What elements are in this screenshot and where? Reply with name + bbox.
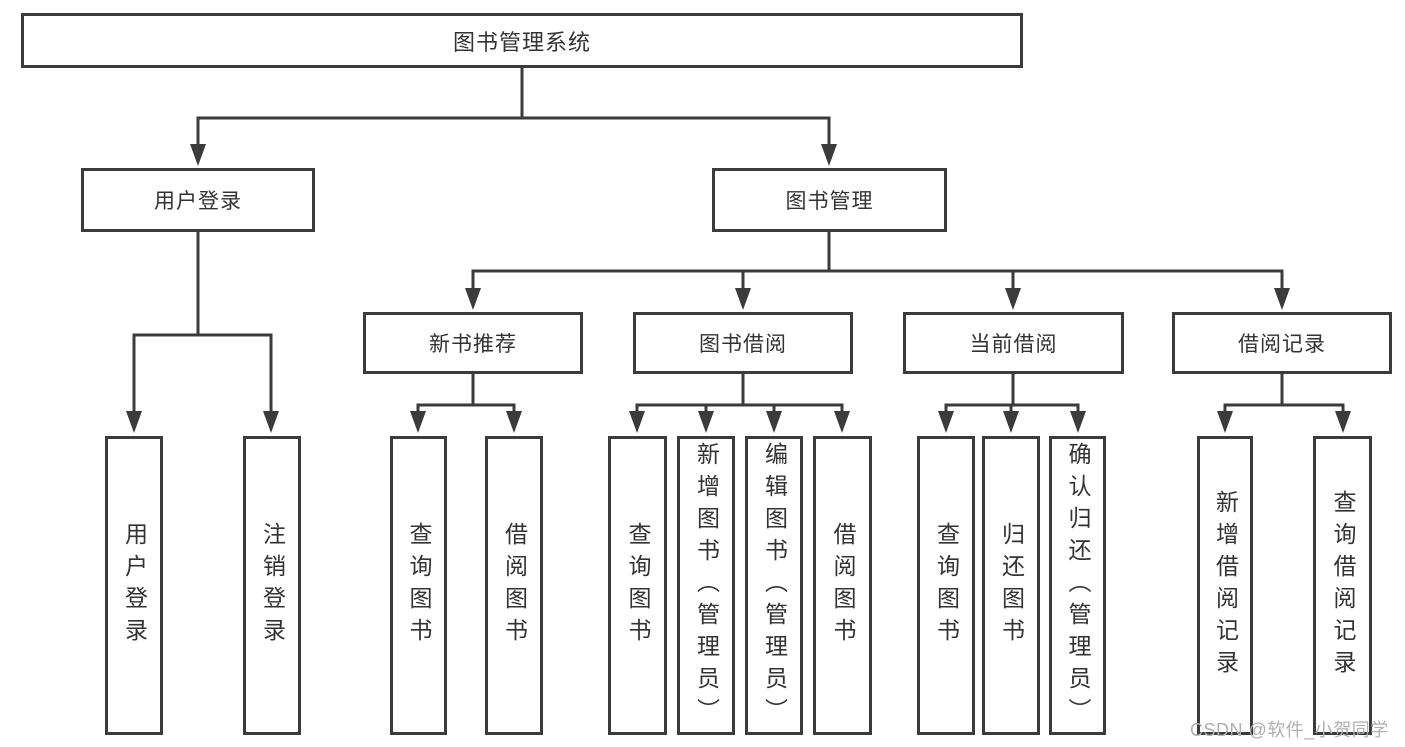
leaf-label: 确认归还（管理员） xyxy=(1065,441,1091,730)
leaf-confirm-return-admin: 确认归还（管理员） xyxy=(1049,436,1106,735)
leaf-label: 查询图书 xyxy=(625,521,651,650)
leaf-label: 归还图书 xyxy=(998,521,1025,650)
leaf-label: 注销登录 xyxy=(259,521,286,650)
leaf-query-books-current: 查询图书 xyxy=(917,436,975,735)
leaf-return-book: 归还图书 xyxy=(982,436,1040,735)
leaf-label: 借阅图书 xyxy=(501,521,528,650)
leaf-label: 新增图书（管理员） xyxy=(693,441,720,730)
leaf-label: 查询图书 xyxy=(406,521,432,650)
leaf-label: 查询借阅记录 xyxy=(1330,489,1356,682)
leaf-add-borrow-record: 新增借阅记录 xyxy=(1197,436,1253,735)
leaf-query-books-recommend: 查询图书 xyxy=(390,436,447,735)
leaf-query-books-borrowing: 查询图书 xyxy=(608,436,667,735)
node-library-management-system: 图书管理系统 xyxy=(21,13,1023,68)
leaf-add-book-admin: 新增图书（管理员） xyxy=(677,436,735,735)
leaf-label: 用户登录 xyxy=(121,521,148,650)
leaf-edit-book-admin: 编辑图书（管理员） xyxy=(745,436,803,735)
node-borrowing-records: 借阅记录 xyxy=(1172,312,1392,374)
leaf-label: 编辑图书（管理员） xyxy=(761,441,788,730)
node-book-borrowing: 图书借阅 xyxy=(633,312,853,374)
node-book-management: 图书管理 xyxy=(712,168,947,232)
node-current-borrowing: 当前借阅 xyxy=(903,312,1124,374)
node-user-login: 用户登录 xyxy=(81,168,315,232)
leaf-label: 借阅图书 xyxy=(830,521,856,650)
leaf-user-login: 用户登录 xyxy=(105,436,163,735)
leaf-label: 查询图书 xyxy=(933,521,960,650)
csdn-watermark: CSDN @软件_小贺同学 xyxy=(1190,720,1389,740)
leaf-label: 新增借阅记录 xyxy=(1212,489,1239,682)
leaf-borrow-books-borrowing: 借阅图书 xyxy=(813,436,872,735)
node-new-book-recommendation: 新书推荐 xyxy=(363,312,583,374)
leaf-query-borrow-record: 查询借阅记录 xyxy=(1313,436,1372,735)
leaf-logout: 注销登录 xyxy=(243,436,301,735)
leaf-borrow-books-recommend: 借阅图书 xyxy=(485,436,543,735)
